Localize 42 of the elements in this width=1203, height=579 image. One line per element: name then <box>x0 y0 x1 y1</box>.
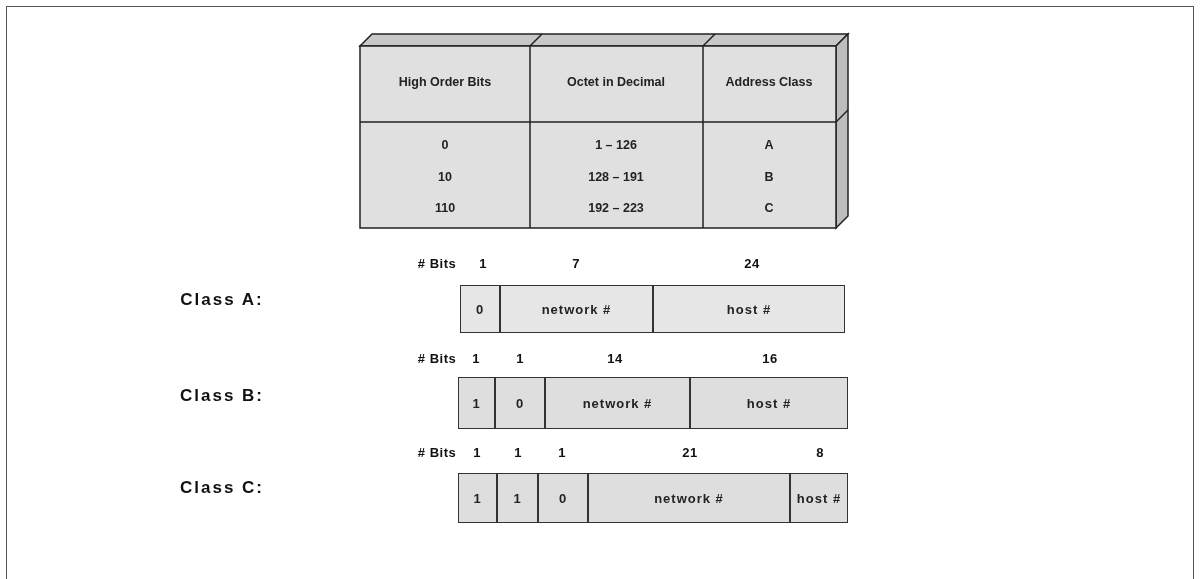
bit-count: 14 <box>607 350 623 366</box>
table-cell: 110 <box>434 201 456 215</box>
bit-count: 1 <box>516 350 524 366</box>
bit-count: 1 <box>514 444 522 460</box>
bit-count: 8 <box>816 444 824 460</box>
bit-count: 7 <box>572 255 580 271</box>
row-label: Class A: <box>180 290 264 310</box>
row-label: Class B: <box>180 386 264 406</box>
bit-count: # Bits <box>417 255 457 271</box>
table-cell: C <box>764 201 774 215</box>
bit-field: network # <box>500 285 653 333</box>
table-header-cell: Octet in Decimal <box>566 75 666 89</box>
row-label: Class C: <box>180 478 264 498</box>
table-cell: 192 – 223 <box>588 201 644 215</box>
bit-field: 0 <box>538 473 588 523</box>
bit-field: 1 <box>458 473 497 523</box>
table-cell: 128 – 191 <box>588 170 644 184</box>
bit-count: 21 <box>682 444 698 460</box>
bit-count: 1 <box>472 350 480 366</box>
table-cell: B <box>764 170 774 184</box>
bit-count: # Bits <box>417 350 457 366</box>
bit-field: network # <box>588 473 790 523</box>
bit-field: 1 <box>497 473 538 523</box>
table-cell: 0 <box>441 138 449 152</box>
table-cell: 1 – 126 <box>595 138 637 152</box>
table-cell: 10 <box>438 170 452 184</box>
bit-field: host # <box>653 285 845 333</box>
table-header-cell-text: High Order Bits <box>397 75 493 89</box>
bit-field: 0 <box>495 377 545 429</box>
bit-count: 1 <box>473 444 481 460</box>
table-header-cell-text: Address Class <box>724 75 814 89</box>
bit-count: 1 <box>558 444 566 460</box>
bit-field: 0 <box>460 285 500 333</box>
bit-field: host # <box>690 377 848 429</box>
bit-field: network # <box>545 377 690 429</box>
bit-field: 1 <box>458 377 495 429</box>
bit-field: host # <box>790 473 848 523</box>
bit-count: 24 <box>744 255 760 271</box>
table-cell: A <box>764 138 774 152</box>
bit-count: 16 <box>762 350 778 366</box>
bit-count: 1 <box>479 255 487 271</box>
bit-count: # Bits <box>417 444 457 460</box>
